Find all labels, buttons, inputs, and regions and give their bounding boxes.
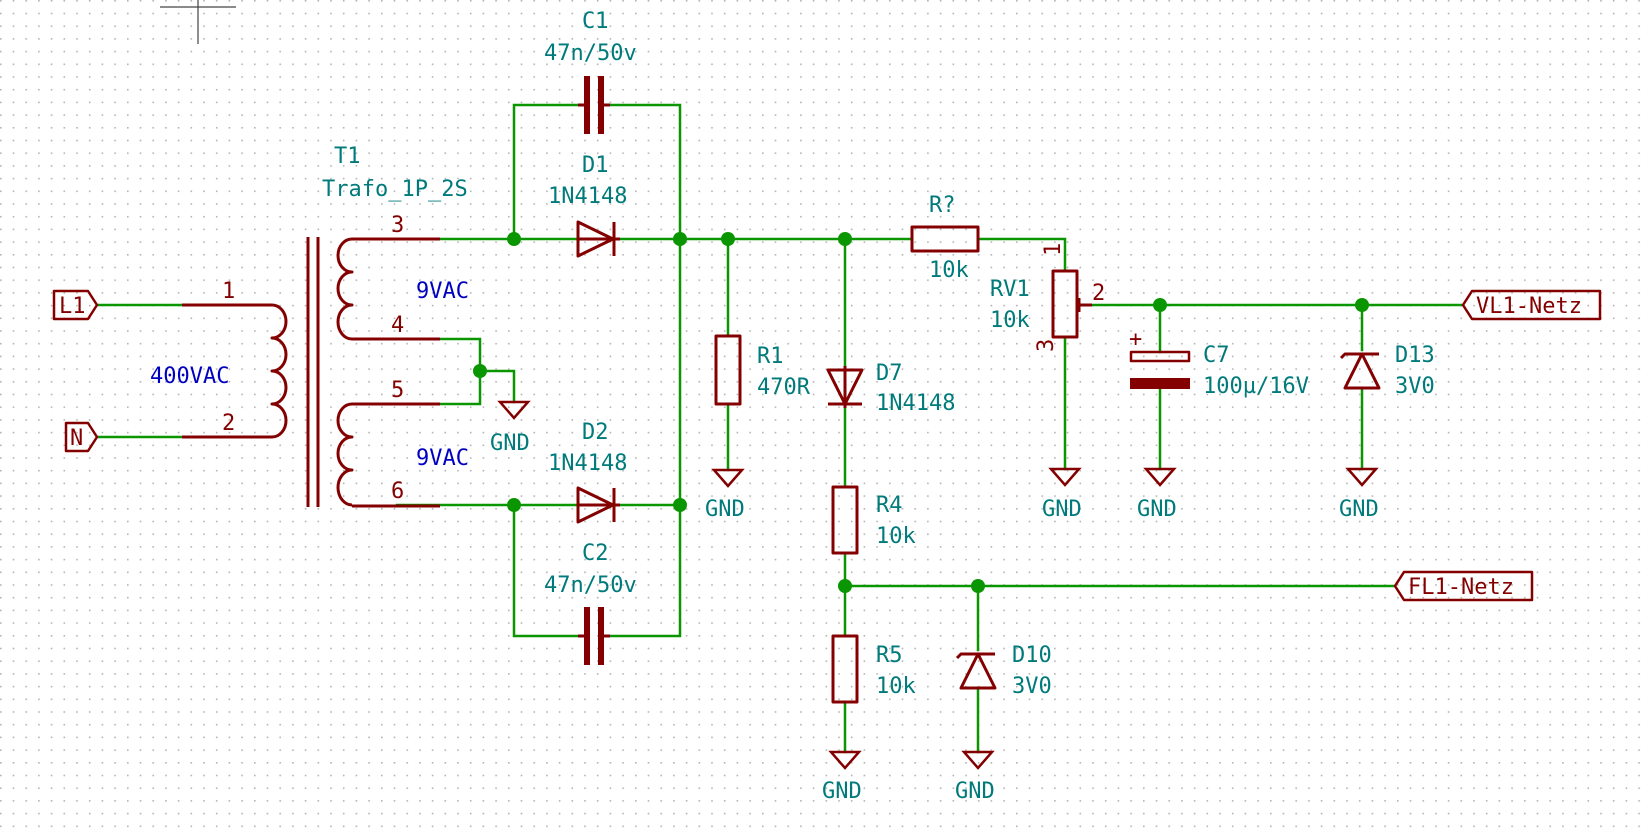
label-l1-text: L1 [59, 294, 86, 319]
rq-ref: R? [929, 193, 956, 218]
r5-value: 10k [876, 674, 916, 699]
c1-value: 47n/50v [544, 41, 637, 66]
gnd-symbol-d13[interactable]: GND [1339, 467, 1379, 522]
note-secondary-top-voltage: 9VAC [416, 279, 469, 304]
junctions [473, 232, 1369, 593]
resistor-r5[interactable]: R5 10k [831, 634, 916, 704]
gnd-symbol-d10[interactable]: GND [955, 750, 995, 804]
cursor-crosshair-icon [160, 0, 236, 44]
diode-d2[interactable]: D2 1N4148 [548, 420, 627, 524]
gnd-label: GND [822, 779, 862, 804]
r1-value: 470R [757, 375, 811, 400]
gnd-label: GND [705, 497, 745, 522]
c7-polarity-plus: + [1129, 327, 1142, 352]
r5-ref: R5 [876, 643, 903, 668]
capacitor-c2[interactable]: C2 47n/50v [544, 541, 637, 665]
c1-ref: C1 [582, 9, 609, 34]
c7-ref: C7 [1203, 343, 1230, 368]
t1-value: Trafo_1P_2S [322, 177, 468, 202]
note-primary-voltage: 400VAC [150, 364, 229, 389]
d1-value: 1N4148 [548, 184, 627, 209]
t1-pin-3: 3 [391, 213, 404, 238]
c2-value: 47n/50v [544, 573, 637, 598]
gnd-label: GND [955, 779, 995, 804]
gnd-label: GND [1339, 497, 1379, 522]
d7-ref: D7 [876, 361, 903, 386]
rv1-pin-1: 1 [1041, 243, 1066, 256]
t1-pin-4: 4 [391, 313, 404, 338]
c2-ref: C2 [582, 541, 609, 566]
potentiometer-rv1[interactable]: RV1 10k 1 2 3 [990, 243, 1105, 352]
gnd-symbol-rv1[interactable]: GND [1042, 467, 1082, 522]
diode-d1[interactable]: D1 1N4148 [548, 153, 627, 258]
d2-value: 1N4148 [548, 451, 627, 476]
label-n[interactable]: N [64, 421, 99, 453]
d1-ref: D1 [582, 153, 609, 178]
t1-pin-1: 1 [222, 279, 235, 304]
label-l1[interactable]: L1 [52, 289, 99, 321]
c7-value: 100µ/16V [1203, 374, 1309, 399]
d13-value: 3V0 [1395, 374, 1435, 399]
r4-ref: R4 [876, 493, 903, 518]
diode-d7[interactable]: D7 1N4148 [826, 361, 955, 416]
note-secondary-bottom-voltage: 9VAC [416, 446, 469, 471]
d10-value: 3V0 [1012, 674, 1052, 699]
t1-pin-2: 2 [222, 411, 235, 436]
label-fl1-netz[interactable]: FL1-Netz [1393, 570, 1534, 602]
gnd-label: GND [490, 431, 530, 456]
gnd-label: GND [1042, 497, 1082, 522]
capacitor-c1[interactable]: C1 47n/50v [544, 9, 637, 134]
transformer-t1[interactable]: T1 Trafo_1P_2S 1 2 3 4 5 6 [182, 144, 468, 508]
d7-value: 1N4148 [876, 391, 955, 416]
gnd-symbol-r5[interactable]: GND [822, 750, 862, 804]
label-vl1-netz[interactable]: VL1-Netz [1461, 289, 1602, 321]
label-vl1-text: VL1-Netz [1476, 294, 1582, 319]
d13-ref: D13 [1395, 343, 1435, 368]
t1-pin-5: 5 [391, 378, 404, 403]
label-n-text: N [70, 426, 83, 451]
d2-ref: D2 [582, 420, 609, 445]
resistor-r1[interactable]: R1 470R [714, 334, 811, 406]
rv1-value: 10k [990, 308, 1030, 333]
r1-ref: R1 [757, 344, 784, 369]
d10-ref: D10 [1012, 643, 1052, 668]
r4-value: 10k [876, 524, 916, 549]
resistor-r4[interactable]: R4 10k [831, 485, 916, 555]
rv1-pin-3: 3 [1034, 339, 1059, 352]
zener-diode-d13[interactable]: D13 3V0 [1339, 343, 1435, 399]
label-fl1-text: FL1-Netz [1408, 575, 1514, 600]
gnd-symbol-r1[interactable]: GND [705, 468, 745, 522]
gnd-symbol-transformer[interactable]: GND [490, 400, 531, 456]
zener-diode-d10[interactable]: D10 3V0 [955, 643, 1052, 699]
rq-value: 10k [929, 258, 969, 283]
gnd-label: GND [1137, 497, 1177, 522]
resistor-r-unannotated[interactable]: R? 10k [910, 193, 980, 283]
rv1-ref: RV1 [990, 277, 1030, 302]
rv1-pin-2: 2 [1092, 281, 1105, 306]
t1-pin-6: 6 [391, 479, 404, 504]
gnd-symbol-c7[interactable]: GND [1137, 467, 1177, 522]
electrolytic-capacitor-c7[interactable]: + C7 100µ/16V [1129, 327, 1309, 399]
t1-ref: T1 [334, 144, 361, 169]
